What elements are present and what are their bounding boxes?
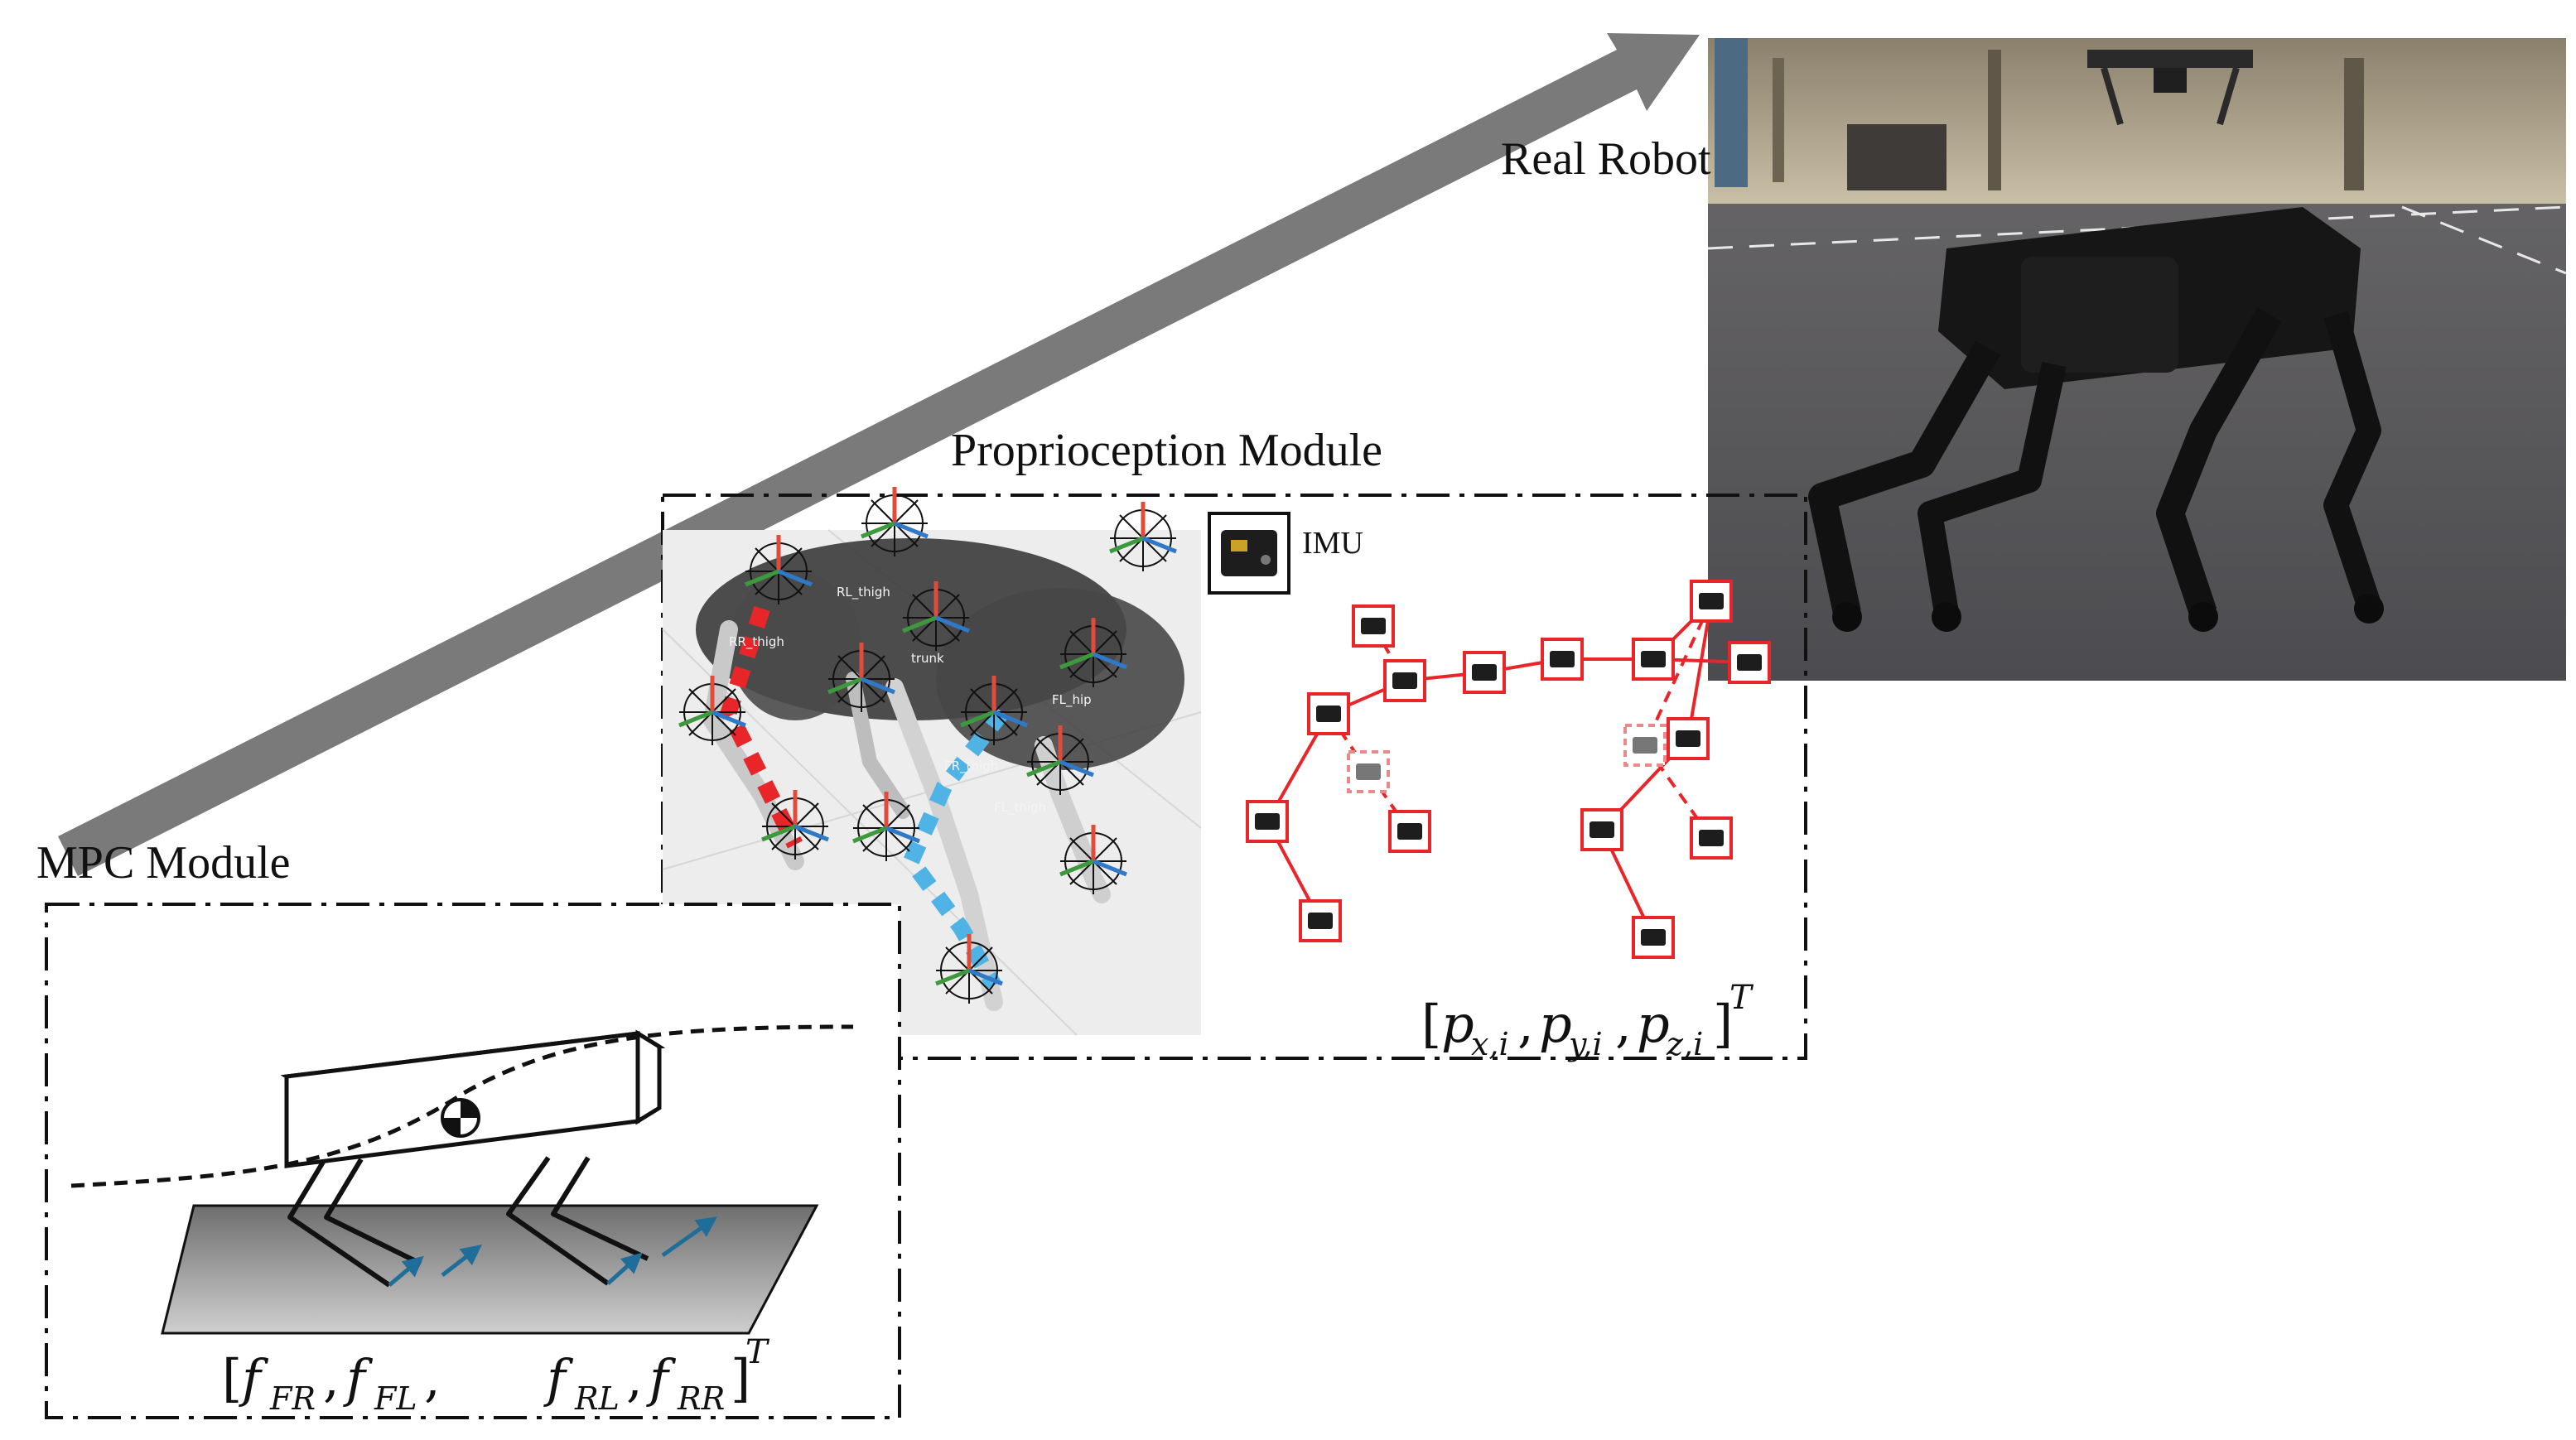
- sim-label-rl-thigh: RL_thigh: [837, 585, 890, 600]
- ground-plane: [161, 1204, 819, 1335]
- simulation-render: RR_thigh RL_thigh trunk FL_hip FR_thigh …: [662, 487, 1202, 1036]
- svg-text:,: ,: [626, 1348, 643, 1409]
- imu-label: IMU: [1302, 526, 1363, 561]
- position-vector: [ p x,i , p y,i , p z,i ] T: [1421, 979, 1754, 1062]
- sensor-node-g: [1299, 899, 1342, 942]
- svg-text:,: ,: [424, 1348, 441, 1409]
- frame-marker-1: [745, 535, 813, 604]
- sensor-node-h: [1463, 651, 1506, 694]
- sensor-node-i: [1541, 638, 1584, 681]
- svg-text:p: p: [1441, 994, 1474, 1054]
- svg-text:T: T: [745, 1333, 770, 1371]
- frame-marker-2: [902, 581, 970, 651]
- frame-marker-3: [1109, 502, 1177, 571]
- imu-icon: [1208, 512, 1290, 595]
- svg-text:,: ,: [323, 1348, 340, 1409]
- frame-marker-7: [827, 643, 895, 712]
- sensor-node-b: [1383, 659, 1426, 702]
- proprioception-module-title: Proprioception Module: [951, 425, 1382, 476]
- svg-text:T: T: [1729, 979, 1754, 1017]
- quadruped-robot-shape: [1808, 207, 2384, 632]
- mpc-module-frame: [45, 903, 901, 1419]
- real-robot-photo: [1707, 38, 2567, 681]
- mpc-drawing: [70, 1024, 854, 1335]
- frame-marker-0: [861, 487, 929, 556]
- svg-text:z,i: z,i: [1666, 1026, 1703, 1062]
- sim-label-rr-thigh: RR_thigh: [729, 634, 784, 650]
- sensor-node-d: [1347, 750, 1390, 793]
- mpc-module-title: MPC Module: [36, 837, 291, 889]
- frame-marker-9: [761, 790, 829, 860]
- sim-label-trunk: trunk: [911, 651, 944, 666]
- svg-text:p: p: [1637, 994, 1670, 1054]
- frame-marker-11: [1059, 825, 1127, 894]
- coordinate-frames: [678, 487, 1177, 1004]
- svg-text:[: [: [1421, 994, 1441, 1054]
- svg-text:,: ,: [1517, 994, 1534, 1054]
- sim-label-fl-hip: FL_hip: [1052, 692, 1092, 708]
- svg-text:,: ,: [1615, 994, 1632, 1054]
- sensor-node-n: [1623, 724, 1667, 767]
- contact-force-arrows: [388, 1216, 718, 1287]
- svg-text:]: ]: [1713, 994, 1733, 1054]
- sensor-node-j: [1632, 638, 1675, 681]
- svg-text:y,i: y,i: [1567, 1026, 1603, 1062]
- sensor-node-f: [1246, 800, 1289, 843]
- frame-marker-12: [935, 934, 1003, 1004]
- svg-text:RR: RR: [677, 1380, 725, 1417]
- com-trajectory: [70, 1024, 854, 1188]
- svg-text:RL: RL: [574, 1380, 620, 1417]
- svg-text:FL: FL: [374, 1380, 417, 1417]
- svg-text:[: [: [222, 1348, 242, 1409]
- sensor-node-p: [1580, 808, 1623, 851]
- sim-label-fr-thigh: FR_thigh: [944, 759, 998, 774]
- frame-marker-10: [852, 792, 920, 861]
- frame-marker-4: [1059, 618, 1127, 687]
- sim-label-fl-thigh: FL_thigh: [994, 800, 1046, 816]
- sensor-node-e: [1388, 810, 1431, 853]
- svg-text:]: ]: [731, 1348, 750, 1409]
- svg-text:x,i: x,i: [1471, 1026, 1509, 1062]
- sensor-node-q: [1632, 916, 1675, 959]
- sensor-node-a: [1352, 604, 1395, 648]
- sensor-kinematic-graph: [1246, 580, 1771, 959]
- frame-marker-6: [678, 676, 746, 745]
- sensor-node-o: [1690, 816, 1733, 860]
- sensor-node-l: [1728, 641, 1771, 684]
- sensor-node-c: [1307, 692, 1350, 735]
- real-robot-title: Real Robot: [1501, 133, 1711, 185]
- sensor-node-k: [1690, 580, 1733, 623]
- center-of-mass-icon: [441, 1098, 480, 1138]
- frame-marker-5: [960, 676, 1028, 745]
- svg-text:FR: FR: [269, 1380, 316, 1417]
- frame-marker-8: [1026, 725, 1094, 795]
- progression-arrow: [58, 33, 1700, 876]
- sensor-node-m: [1667, 717, 1710, 760]
- drone-shape: [2087, 50, 2253, 126]
- svg-text:p: p: [1539, 994, 1572, 1054]
